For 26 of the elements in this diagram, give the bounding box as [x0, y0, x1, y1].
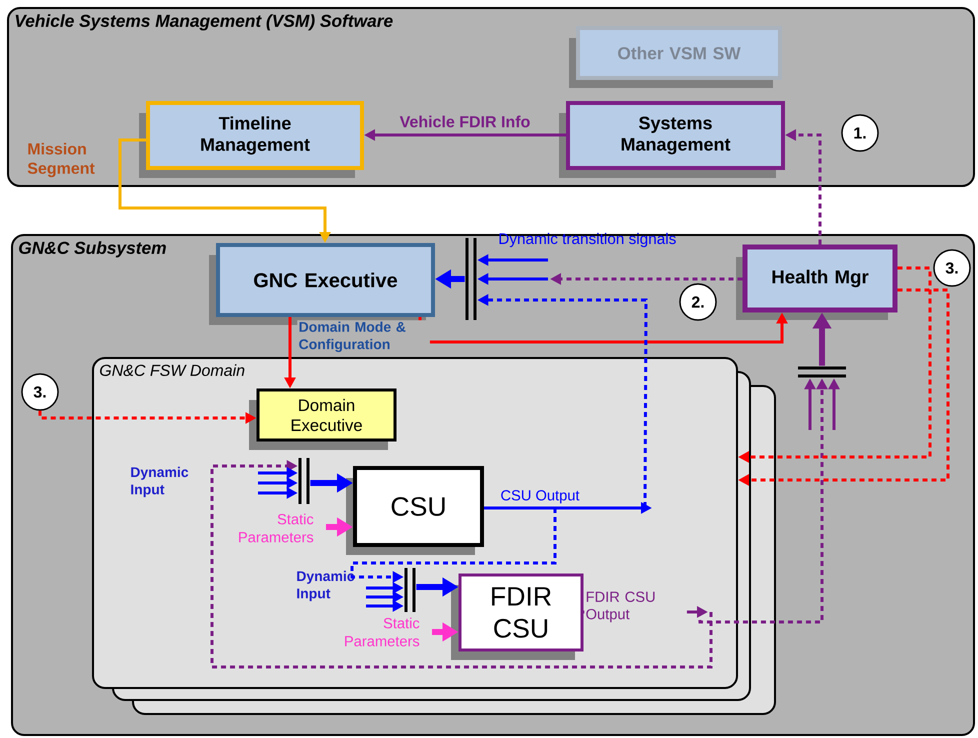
callout-number: 3. — [21, 373, 59, 411]
label: Dynamic Input — [131, 466, 188, 498]
edge-label: CSU Output — [499, 488, 581, 505]
edge-label: Domain Mode & Configuration — [297, 320, 430, 354]
bus-bar — [298, 458, 310, 504]
bus-bar — [798, 366, 846, 378]
process-box: Health Mgr — [736, 244, 898, 320]
arrow — [210, 460, 712, 668]
callout-number: 1. — [841, 114, 879, 152]
process-box: Domain Executive — [249, 388, 396, 450]
label: Dynamic transition signals — [500, 232, 676, 248]
edge-label: FDIR CSU Output — [584, 590, 687, 624]
label: Mission Segment — [28, 142, 95, 178]
process-box: Timeline Management — [139, 101, 364, 178]
bus-bar — [466, 238, 476, 320]
callout-number: 2. — [679, 283, 717, 321]
process-box: Other VSM SW — [569, 26, 782, 88]
bus-bar — [404, 568, 416, 612]
process-box: CSU — [346, 466, 484, 555]
edge-label: Vehicle FDIR Info — [398, 114, 532, 129]
process-box: Systems Management — [559, 101, 785, 178]
label: Static Parameters — [239, 514, 314, 542]
process-box: FDIR CSU — [451, 574, 584, 660]
label: Static Parameters — [345, 618, 420, 646]
callout-number: 3. — [933, 249, 971, 287]
label: Dynamic Input — [297, 570, 354, 602]
